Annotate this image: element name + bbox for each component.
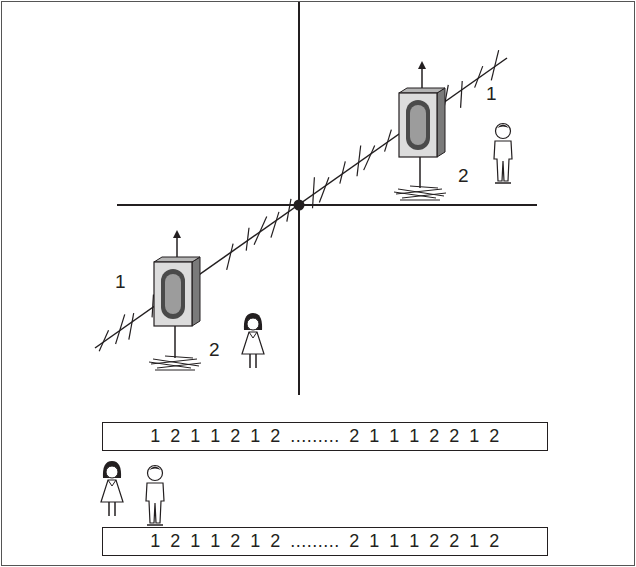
- detector-front: [154, 262, 192, 326]
- body: [146, 483, 164, 523]
- hatch-ticks: [99, 50, 499, 351]
- detector-side: [192, 257, 200, 326]
- arrow-head: [418, 61, 426, 69]
- hatch-tick: [461, 81, 463, 108]
- hatch-tick: [357, 146, 361, 177]
- scribble-base: [400, 200, 440, 201]
- origin-dot: [294, 200, 305, 211]
- sequence-box: 1 2 1 1 2 1 2 ......... 2 1 1 1 2 2 1 2: [102, 527, 548, 556]
- detector-slot: [406, 100, 430, 150]
- hatch-tick: [152, 294, 153, 317]
- detector-window: [410, 105, 426, 145]
- hatch-tick: [129, 313, 134, 340]
- hatch-tick: [246, 228, 249, 251]
- man-figure: [494, 124, 512, 184]
- hatch-tick: [116, 314, 125, 344]
- head: [148, 466, 163, 481]
- callout-number: 1: [113, 272, 128, 292]
- hatch-tick: [313, 177, 315, 208]
- dress: [242, 332, 264, 354]
- detector-stand: [419, 157, 421, 188]
- detector-stand: [174, 326, 176, 358]
- detector-side: [437, 88, 445, 157]
- sequence-box: 1 2 1 1 2 1 2 ......... 2 1 1 1 2 2 1 2: [102, 422, 548, 451]
- direction-arrow: [421, 67, 423, 88]
- hair: [244, 313, 262, 330]
- detector-top: [154, 257, 200, 262]
- woman-figure: [101, 461, 123, 516]
- callout-number: 1: [484, 84, 499, 104]
- dress: [101, 480, 123, 502]
- hatch-tick: [319, 177, 329, 202]
- callout-number: 2: [207, 340, 222, 360]
- hatch-tick: [271, 212, 279, 238]
- detector-top: [399, 88, 445, 93]
- detector-slot: [161, 269, 185, 319]
- body: [494, 141, 512, 181]
- leg: [108, 502, 110, 516]
- scribble-base: [410, 186, 438, 188]
- hair: [497, 125, 509, 129]
- leg: [255, 354, 257, 368]
- hatch-tick: [99, 330, 108, 351]
- hatch-tick: [340, 161, 345, 183]
- hatch-tick: [287, 199, 291, 222]
- polarizer-axis: [95, 58, 507, 348]
- detector-window: [165, 274, 181, 314]
- woman-figure: [242, 313, 264, 368]
- hair: [149, 467, 161, 471]
- direction-arrow: [176, 236, 178, 257]
- sequence-text: 1 2 1 1 2 1 2 ......... 2 1 1 1 2 2 1 2: [150, 531, 500, 552]
- collar: [249, 332, 257, 338]
- hatch-tick: [254, 216, 267, 244]
- head: [106, 466, 118, 478]
- hatch-tick: [491, 50, 498, 80]
- scribble-base: [149, 362, 191, 368]
- head: [247, 318, 259, 330]
- hatch-tick: [227, 244, 233, 270]
- scribble-base: [398, 189, 444, 196]
- detector: [394, 61, 446, 200]
- scribble-base: [153, 359, 199, 366]
- head: [496, 124, 511, 139]
- hatch-tick: [475, 66, 483, 88]
- leg: [114, 502, 116, 516]
- sequence-text: 1 2 1 1 2 1 2 ......... 2 1 1 1 2 2 1 2: [150, 426, 500, 447]
- scribble-base: [155, 370, 195, 371]
- man-figure: [146, 466, 164, 526]
- vertical-axis: [298, 2, 300, 395]
- leg: [249, 354, 251, 368]
- feet: [495, 182, 511, 184]
- detector: [149, 230, 201, 370]
- hatch-tick: [385, 130, 392, 152]
- scribble-base: [165, 356, 193, 358]
- hair: [103, 461, 121, 478]
- detector-front: [399, 93, 437, 157]
- collar: [108, 480, 116, 486]
- hatch-tick: [364, 145, 375, 170]
- scribble-base: [394, 192, 436, 198]
- callout-number: 2: [456, 166, 471, 186]
- arrow-head: [173, 230, 181, 238]
- horizontal-axis: [117, 204, 537, 206]
